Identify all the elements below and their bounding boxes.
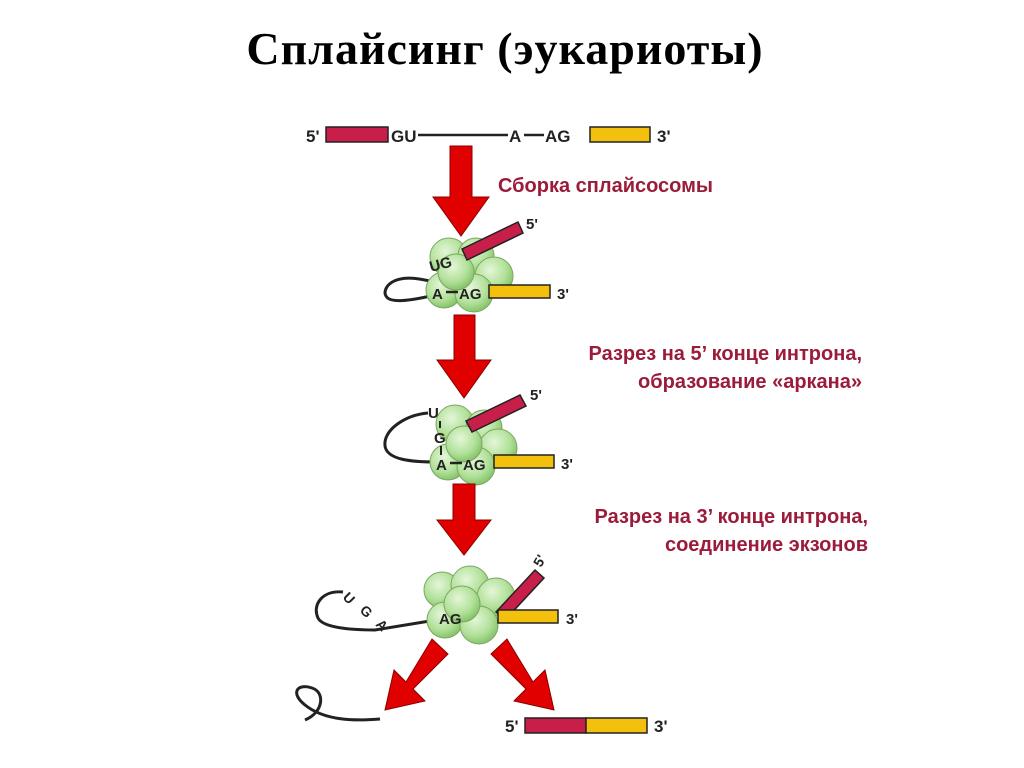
mrna-five-prime-label: 5'	[505, 717, 519, 736]
row3-three-prime-label: 3'	[561, 456, 573, 473]
step-2-line-1: Разрез на 5’ конце интрона,	[588, 343, 863, 365]
row2-exon1	[461, 220, 524, 262]
mature-mrna: 5' 3'	[505, 717, 668, 736]
row4-lariat	[314, 590, 437, 632]
row3-a-label: A	[436, 457, 447, 474]
mrna-exon2	[585, 717, 648, 734]
spliceosome-assembly: UG 5' A AG 3'	[383, 216, 569, 313]
slide-title: Сплайсинг (эукариоты)	[246, 23, 764, 74]
step-3-line-2: соединение экзонов	[664, 534, 868, 556]
row3-g-label: G	[434, 430, 446, 447]
excised-intron	[295, 685, 381, 722]
row4-g-label: G	[357, 602, 376, 621]
exon-ligation: U G A AG 5' 3'	[314, 552, 578, 645]
row2-intron-loop	[383, 276, 434, 303]
row1-three-prime-label: 3'	[657, 127, 671, 146]
row1-ag-label: AG	[545, 127, 571, 146]
step-1-caption: Сборка сплайсосомы	[498, 172, 713, 200]
step-1-line-1: Сборка сплайсосомы	[498, 175, 714, 197]
step-2-line-2: образование «аркана»	[638, 371, 862, 393]
mrna-exon1	[524, 717, 587, 734]
row3-u-label: U	[428, 405, 439, 422]
arrow-to-lariat	[384, 638, 449, 711]
row2-exon2	[488, 284, 551, 299]
arrow-to-mrna	[490, 638, 555, 711]
row4-a-label: A	[373, 616, 391, 634]
row1-a-label: A	[509, 127, 521, 146]
row1-gu-label: GU	[391, 127, 417, 146]
row4-exon2	[497, 609, 559, 624]
row3-ag-label: AG	[463, 457, 486, 474]
row3-lariat-loop	[383, 411, 437, 464]
row3-exon1	[464, 394, 528, 433]
row2-ug-label: UG	[428, 254, 454, 276]
lariat-formation: U G 5' A AG 3'	[383, 387, 573, 486]
row1-five-prime-label: 5'	[306, 127, 320, 146]
row2-ag-label: AG	[459, 286, 482, 303]
row2-five-prime-label: 5'	[526, 216, 538, 233]
step-3-caption: Разрез на 3’ конце интрона, соединение э…	[470, 503, 869, 559]
row3-exon2	[493, 454, 555, 469]
row1-exon1	[325, 126, 389, 143]
mrna-three-prime-label: 3'	[654, 717, 668, 736]
row4-spliceosome	[423, 565, 516, 645]
arrow-down-1	[432, 145, 490, 237]
row1-exon2	[589, 126, 651, 143]
row4-three-prime-label: 3'	[566, 611, 578, 628]
arrow-down-3	[435, 483, 493, 556]
step-2-caption: Разрез на 5’ конце интрона, образование …	[470, 340, 863, 396]
arrow-down-2	[436, 314, 492, 399]
row2-three-prime-label: 3'	[557, 286, 569, 303]
row2-a-label: A	[432, 286, 443, 303]
row4-ag-label: AG	[439, 611, 462, 628]
row3-five-prime-label: 5'	[530, 387, 542, 404]
pre-mrna: 5' GU A AG 3'	[306, 126, 671, 146]
step-3-line-1: Разрез на 3’ конце интрона,	[594, 506, 869, 528]
